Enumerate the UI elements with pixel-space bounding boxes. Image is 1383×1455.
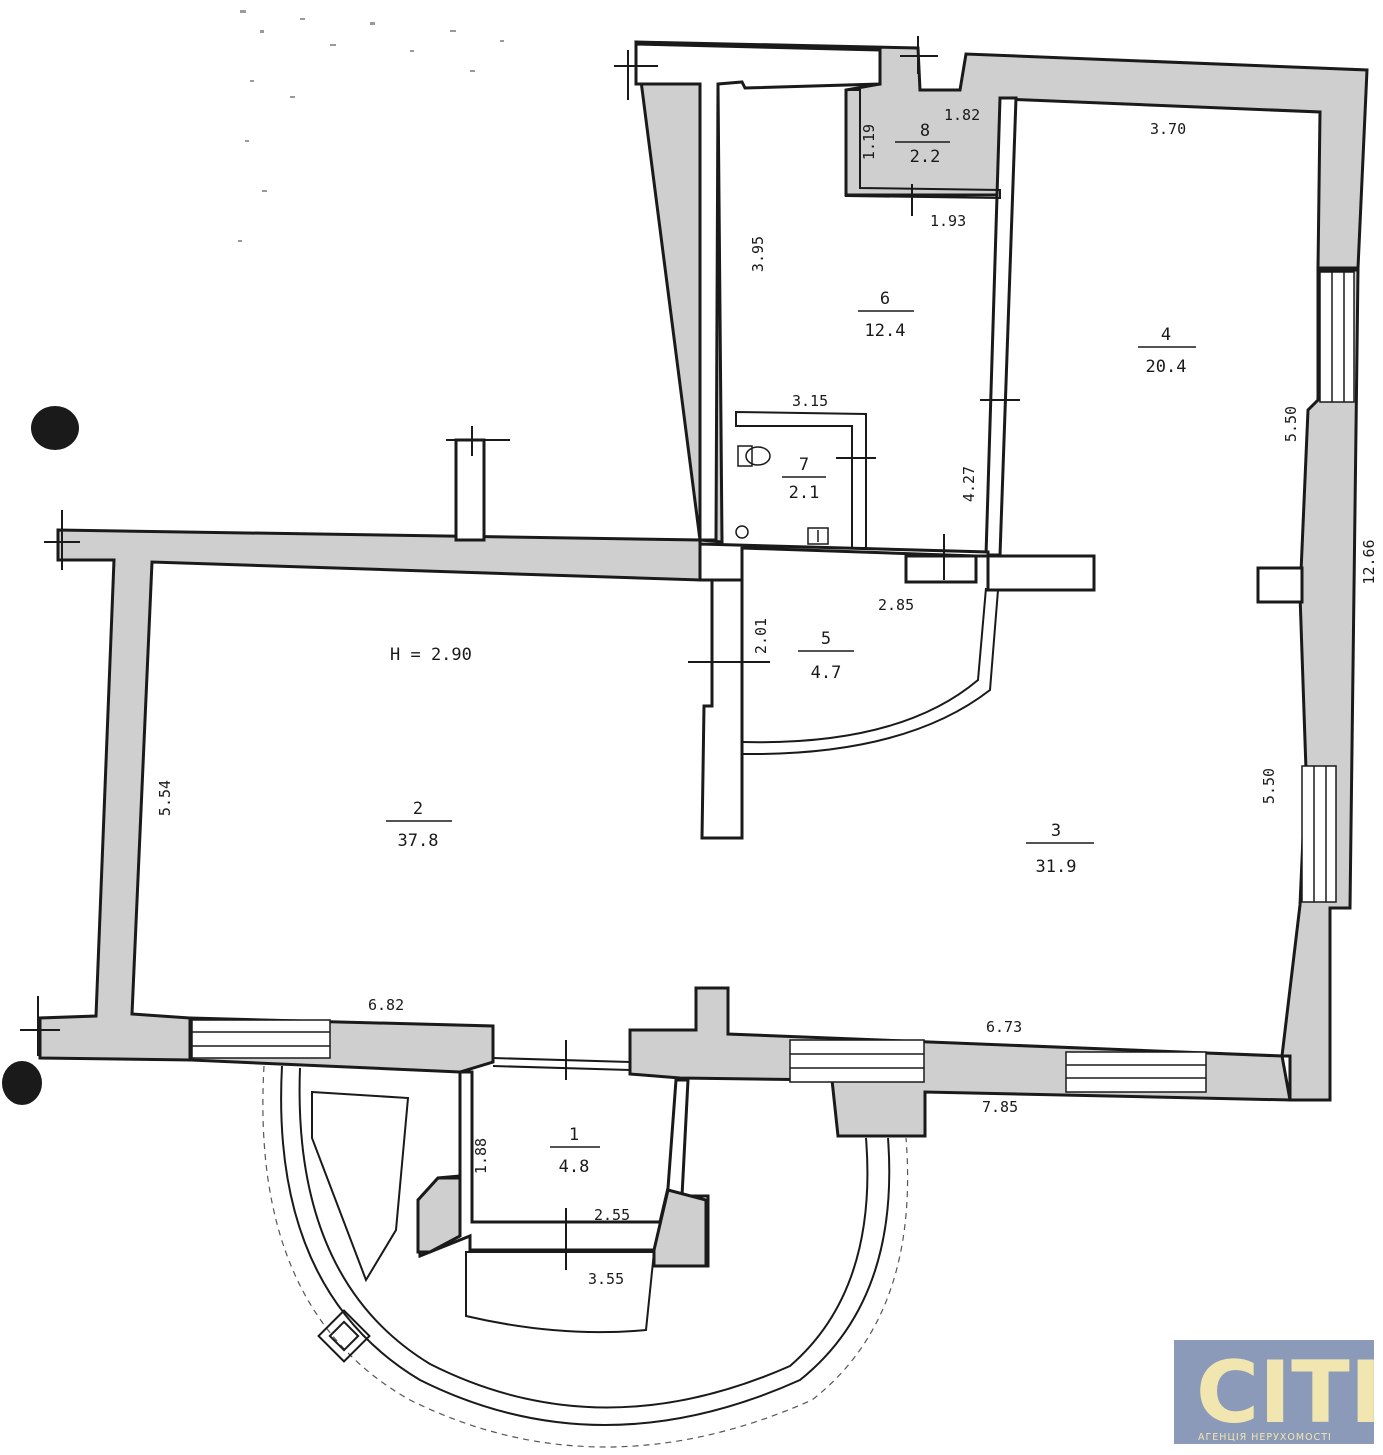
room-7-label: 7 2.1 xyxy=(782,455,826,503)
room-2-area: 37.8 xyxy=(398,831,439,851)
room-labels: 8 2.2 6 12.4 4 20.4 7 2.1 5 4.7 2 37.8 xyxy=(386,121,1196,1177)
room-1-number: 1 xyxy=(569,1125,579,1145)
room-3-number: 3 xyxy=(1051,821,1061,841)
room-1-area: 4.8 xyxy=(559,1157,590,1177)
room-5-area: 4.7 xyxy=(811,663,842,683)
room-7-number: 7 xyxy=(799,455,809,475)
room-5-label: 5 4.7 xyxy=(798,629,854,683)
exterior-walls xyxy=(38,40,1369,1138)
dimension-label: 1.19 xyxy=(860,124,878,160)
dimension-label: 6.82 xyxy=(368,996,404,1014)
dimension-label: 3.55 xyxy=(588,1270,624,1288)
dimension-label: 3.70 xyxy=(1150,120,1186,138)
shower-icon xyxy=(735,525,749,539)
toilet-icon xyxy=(737,445,771,467)
dimension-label: 5.50 xyxy=(1282,406,1300,442)
dimension-label: 1.88 xyxy=(472,1138,490,1174)
dimension-ticks xyxy=(20,36,1020,1270)
scan-noise xyxy=(238,10,504,242)
ink-blot xyxy=(31,406,79,450)
room-4-label: 4 20.4 xyxy=(1138,325,1196,377)
dimension-label: 2.01 xyxy=(752,618,770,654)
dimension-label: 7.85 xyxy=(982,1098,1018,1116)
logo-tagline: АГЕНЦІЯ НЕРУХОМОСТІ xyxy=(1198,1432,1332,1443)
porch-steps xyxy=(262,1065,925,1448)
logo-background xyxy=(1174,1340,1374,1444)
windows xyxy=(191,271,1355,1093)
ceiling-height-label: H = 2.90 xyxy=(390,645,472,665)
dimension-label: 5.54 xyxy=(156,780,174,816)
room-2-label: 2 37.8 xyxy=(386,799,452,851)
room-3-area: 31.9 xyxy=(1036,857,1077,877)
room-8-area: 2.2 xyxy=(910,147,941,167)
entrance-vestibule xyxy=(416,1070,710,1334)
room-2-number: 2 xyxy=(413,799,423,819)
dimension-label: 4.27 xyxy=(960,466,978,502)
dimension-label: 5.50 xyxy=(1260,768,1278,804)
dimension-label: 6.73 xyxy=(986,1018,1022,1036)
ink-blot xyxy=(2,1061,42,1105)
dimension-labels: 1.82 1.19 1.93 3.70 3.95 3.15 4.27 5.50 … xyxy=(156,106,1378,1288)
room-8-number: 8 xyxy=(920,121,930,141)
dimension-label: 1.93 xyxy=(930,212,966,230)
room-6-number: 6 xyxy=(880,289,890,309)
dimension-label: 1.82 xyxy=(944,106,980,124)
room-3-label: 3 31.9 xyxy=(1026,821,1094,877)
sink-icon xyxy=(807,527,829,545)
room-4-area: 20.4 xyxy=(1146,357,1187,377)
dimension-label: 2.55 xyxy=(594,1206,630,1224)
dimension-label: 2.85 xyxy=(878,596,914,614)
dimension-label: 3.15 xyxy=(792,392,828,410)
room-8-label: 8 2.2 xyxy=(895,121,950,167)
room-1-label: 1 4.8 xyxy=(550,1125,600,1177)
room-7-area: 2.1 xyxy=(789,483,820,503)
room-6-label: 6 12.4 xyxy=(858,289,914,341)
room-5-number: 5 xyxy=(821,629,831,649)
dimension-label: 12.66 xyxy=(1360,539,1378,584)
room-6-area: 12.4 xyxy=(865,321,906,341)
citi-logo: CITI АГЕНЦІЯ НЕРУХОМОСТІ xyxy=(1174,1340,1382,1444)
interior-walls xyxy=(454,89,1304,840)
logo-brand-text: CITI xyxy=(1196,1343,1382,1443)
room-4-number: 4 xyxy=(1161,325,1171,345)
room5-arc-wall xyxy=(741,587,987,744)
dimension-label: 3.95 xyxy=(749,236,767,272)
